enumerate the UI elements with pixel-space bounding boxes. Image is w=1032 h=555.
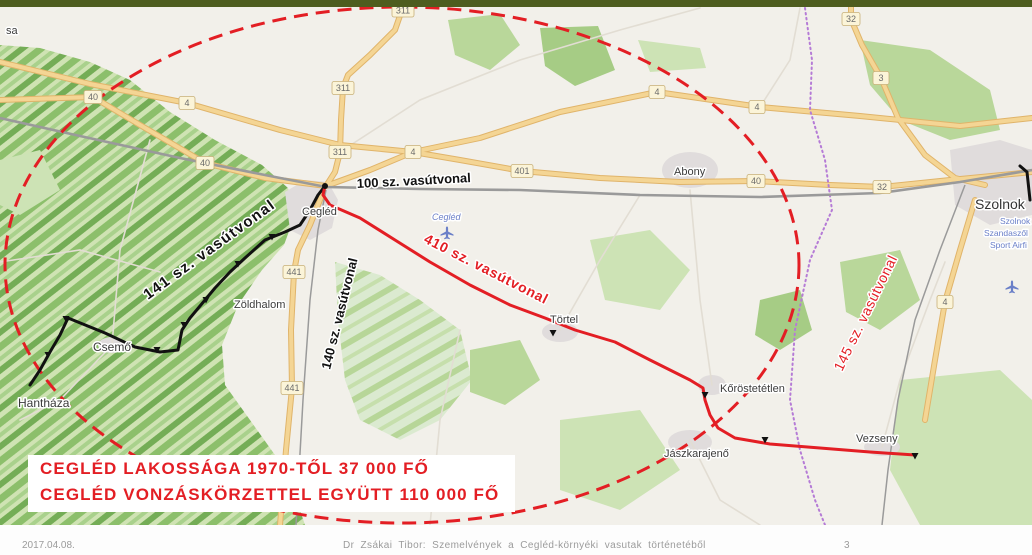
farmland-central (335, 262, 472, 440)
callout-line-catchment: CEGLÉD VONZÁSKÖRZETTEL EGYÜTT 110 000 FŐ (40, 485, 500, 504)
field-patch (638, 40, 706, 72)
railway-szolnok-edge (1018, 164, 1032, 202)
callout-line-population: CEGLÉD LAKOSSÁGA 1970-TŐL 37 000 FŐ (40, 459, 429, 478)
place-label-cegled: Cegléd (302, 206, 337, 218)
railway-141 (28, 184, 327, 387)
road-shield: 4 (748, 100, 766, 114)
road-shield: 32 (841, 12, 861, 26)
road-shield: 401 (510, 164, 534, 178)
slide-top-bar (0, 0, 1032, 7)
svg-text:4: 4 (184, 98, 189, 108)
catchment-circle (3, 5, 801, 525)
svg-text:401: 401 (514, 166, 529, 176)
airfield-label-cegled: Cegléd (432, 212, 462, 222)
svg-text:4: 4 (942, 297, 947, 307)
airfield-label-szolnok: Sport Airfi (990, 240, 1027, 250)
place-label-jaszkarajeno: Jászkarajenő (664, 448, 729, 460)
svg-text:4: 4 (654, 87, 659, 97)
place-label-abony: Abony (674, 166, 706, 178)
road-shield: 40 (195, 156, 215, 170)
minor-road (689, 189, 713, 386)
svg-text:32: 32 (846, 14, 856, 24)
field-patch (560, 410, 680, 510)
field-patch (0, 150, 60, 215)
railway-100 (0, 116, 1032, 199)
road-shield: 4 (648, 85, 666, 99)
county-boundary (788, 7, 834, 525)
field-patch (540, 26, 615, 86)
road-shield: 40 (83, 90, 103, 104)
svg-text:441: 441 (284, 383, 299, 393)
place-label-tortel: Törtel (550, 314, 578, 326)
field-patch (755, 290, 812, 350)
field-patch (448, 14, 520, 70)
cegled-junction-marker (322, 183, 328, 189)
svg-text:311: 311 (336, 83, 350, 93)
road-shield: 441 (282, 265, 306, 279)
road-40 (0, 95, 328, 188)
railway-145 (881, 184, 966, 525)
footer-date: 2017.04.08. (22, 540, 75, 551)
road-shield: 3 (872, 71, 890, 85)
place-label-zoldhalom: Zöldhalom (234, 299, 285, 311)
place-label-szolnok: Szolnok (975, 196, 1026, 212)
place-label-csemo: Csemő (93, 340, 131, 354)
road-441 (278, 193, 324, 525)
field-patch (590, 230, 690, 310)
svg-text:40: 40 (200, 158, 210, 168)
footer-title: Dr Zsákai Tibor: Szemelvények a Cegléd-k… (343, 540, 706, 551)
minor-road (559, 194, 641, 331)
urban-szolnok (950, 140, 1032, 225)
svg-text:40: 40 (88, 92, 98, 102)
map: 311 311 311 40 4 40 4 401 4 4 40 32 3 32… (0, 0, 1032, 525)
svg-text:4: 4 (754, 102, 759, 112)
road-shield: 4 (404, 145, 422, 159)
field-patch (890, 370, 1032, 525)
place-labels: sa Cegléd Abony Szolnok Zöldhalom Csemő … (5, 24, 1028, 462)
field-patch (470, 340, 540, 405)
other-railways (0, 116, 1032, 525)
population-callout: CEGLÉD LAKOSSÁGA 1970-TŐL 37 000 FŐ CEGL… (28, 455, 515, 512)
railway-140 (295, 189, 327, 525)
airfields: Cegléd Szolnok Szandaszől Sport Airfi (431, 211, 1032, 294)
place-label: sa (6, 25, 19, 37)
road-shield: 32 (872, 180, 892, 194)
svg-text:441: 441 (286, 267, 301, 277)
svg-text:4: 4 (410, 147, 415, 157)
minor-road (689, 439, 761, 525)
svg-text:40: 40 (751, 176, 761, 186)
road-shields: 311 311 311 40 4 40 4 401 4 4 40 32 3 32… (83, 3, 954, 395)
road-shield: 4 (936, 295, 954, 309)
minor-road (339, 7, 701, 153)
field-patch (840, 250, 920, 330)
slide-footer: 2017.04.08. Dr Zsákai Tibor: Szemelvénye… (0, 525, 1032, 555)
place-label-korostetetlen: Kőröstetétlen (720, 383, 785, 395)
road-shield: 311 (331, 81, 355, 95)
station-markers (44, 183, 919, 460)
place-label-hanthaza: Hantháza (18, 396, 70, 410)
minor-road (881, 261, 946, 448)
page-number: 3 (844, 540, 850, 551)
minor-road (759, 7, 801, 108)
road-shield: 40 (746, 174, 766, 188)
place-label-vezseny: Vezseny (856, 433, 898, 445)
svg-text:311: 311 (333, 147, 347, 157)
svg-text:311: 311 (396, 6, 410, 16)
road-shield: 441 (280, 381, 304, 395)
airfield-label-szolnok: Szolnok (1000, 216, 1031, 226)
svg-text:32: 32 (877, 182, 887, 192)
road-shield: 311 (391, 3, 415, 18)
road-shield: 4 (178, 96, 196, 110)
airfield-label-szolnok: Szandaszől (984, 228, 1028, 238)
road-shield: 311 (328, 145, 352, 159)
field-patch (860, 40, 1000, 140)
minor-road (19, 139, 151, 421)
minor-road (0, 249, 161, 273)
farmland-west (0, 45, 305, 525)
svg-text:3: 3 (878, 73, 883, 83)
railway-410 (321, 184, 917, 457)
land-cover (0, 14, 1032, 525)
